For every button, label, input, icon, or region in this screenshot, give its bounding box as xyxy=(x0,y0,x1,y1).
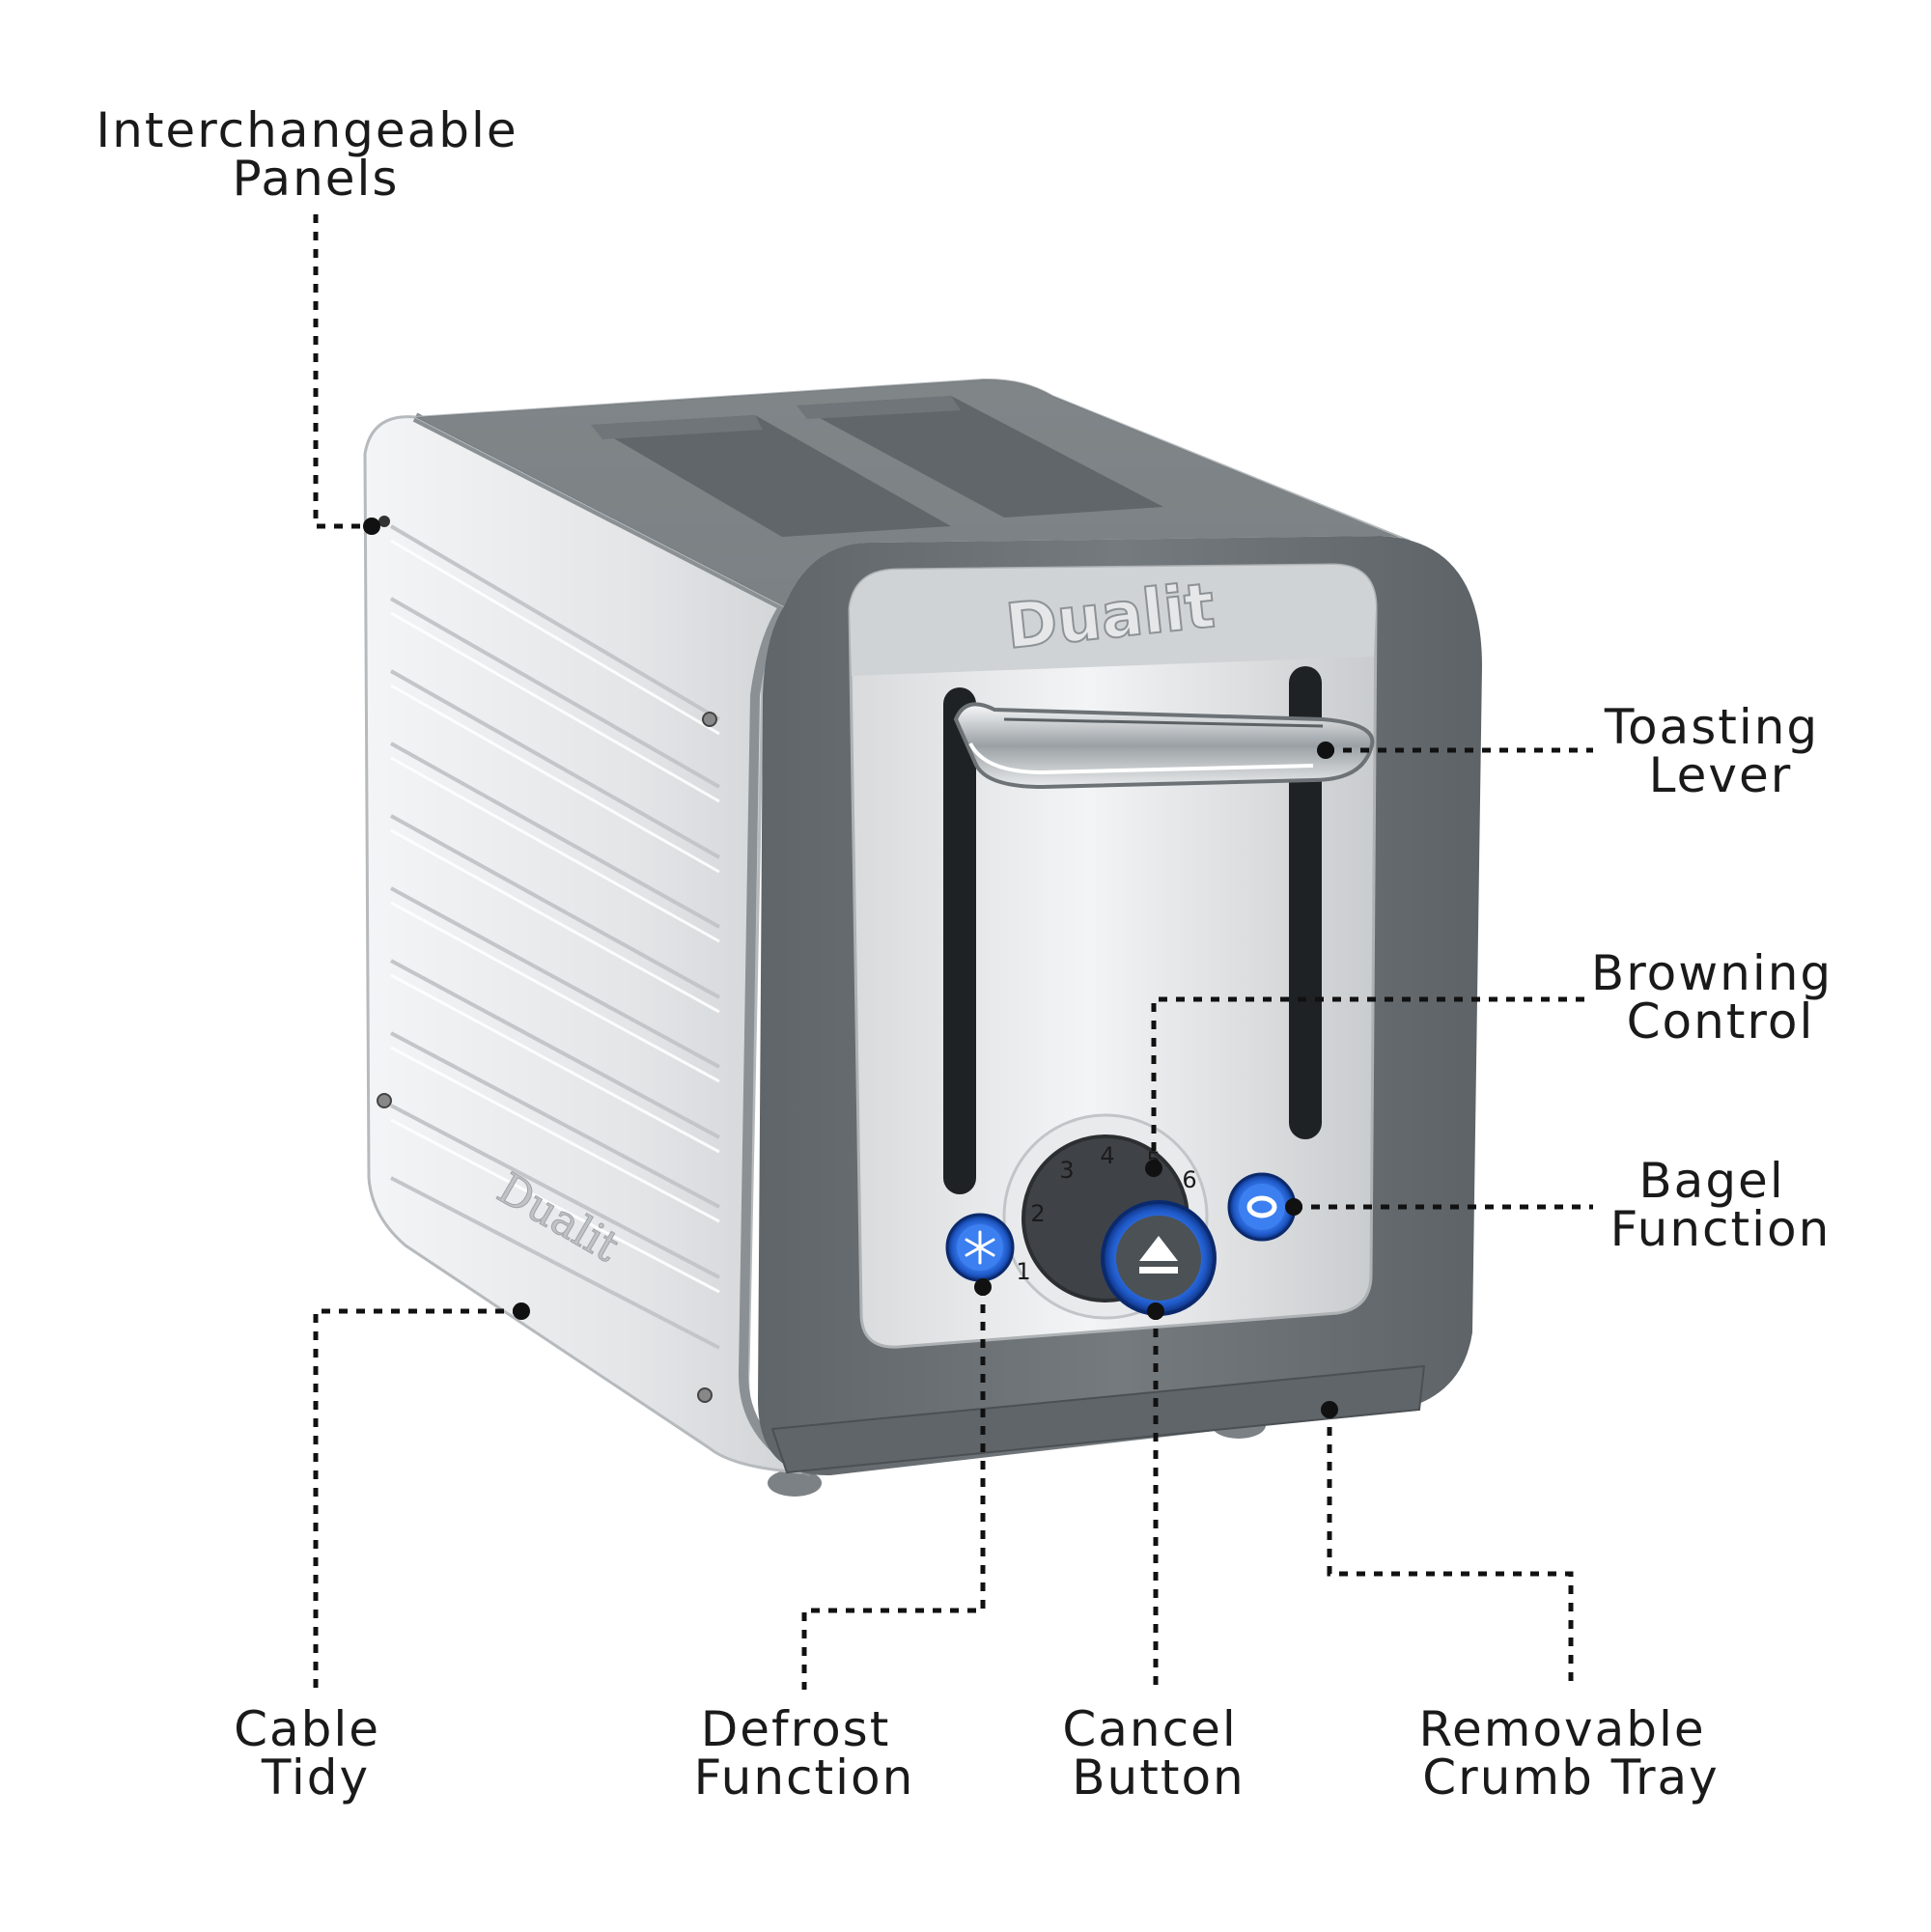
leader-removable-crumb-tray xyxy=(1327,1410,1574,1690)
label-removable-crumb-tray: Removable Crumb Tray xyxy=(1418,1701,1722,1806)
dial-number: 1 xyxy=(1016,1258,1030,1285)
anchor-dot xyxy=(1285,1198,1302,1216)
anchor-dot xyxy=(1147,1302,1164,1320)
lever-track-left xyxy=(943,687,976,1194)
label-browning-control: Browning Control xyxy=(1591,945,1850,1050)
toasting-lever[interactable] xyxy=(953,702,1375,790)
toaster: Dualit Dualit xyxy=(363,378,1482,1497)
bagel-icon xyxy=(1246,1195,1277,1218)
anchor-dot xyxy=(1317,742,1334,759)
label-cancel-button: Cancel Button xyxy=(1062,1701,1254,1806)
snowflake-icon xyxy=(965,1230,995,1265)
panel-screw xyxy=(697,1387,713,1403)
cancel-button[interactable] xyxy=(1101,1200,1217,1316)
bagel-button[interactable] xyxy=(1227,1172,1297,1242)
anchor-dot xyxy=(1145,1160,1162,1177)
label-toasting-lever: Toasting Lever xyxy=(1604,699,1836,803)
dial-number: 4 xyxy=(1100,1142,1114,1169)
panel-screw xyxy=(378,516,390,527)
dial-number: 3 xyxy=(1059,1157,1074,1184)
eject-icon xyxy=(1139,1236,1178,1274)
label-bagel-function: Bagel Function xyxy=(1610,1153,1832,1257)
defrost-button[interactable] xyxy=(945,1213,1015,1282)
panel-ribs xyxy=(389,524,721,1350)
callout-labels: Interchangeable Panels Toasting Lever Br… xyxy=(96,102,1850,1806)
leader-defrost-function xyxy=(801,1287,986,1690)
anchor-dot xyxy=(1321,1401,1338,1418)
leader-interchangeable-panels xyxy=(313,214,372,529)
leader-browning-control xyxy=(1151,996,1593,1168)
panel-screw xyxy=(377,1093,392,1108)
callout-leaders xyxy=(313,214,1593,1690)
panel-screw xyxy=(702,712,717,727)
dial-number: 2 xyxy=(1030,1200,1045,1227)
anchor-dot xyxy=(513,1302,530,1320)
leader-cable-tidy xyxy=(313,1308,521,1690)
anchor-dot xyxy=(363,518,380,535)
label-interchangeable-panels: Interchangeable Panels xyxy=(96,102,535,207)
crumb-tray[interactable] xyxy=(770,1364,1426,1474)
label-cable-tidy: Cable Tidy xyxy=(234,1701,398,1806)
label-defrost-function: Defrost Function xyxy=(694,1701,915,1806)
anchor-dot xyxy=(974,1278,992,1296)
lever-track-right xyxy=(1289,666,1322,1139)
dial-number: 6 xyxy=(1182,1166,1196,1193)
